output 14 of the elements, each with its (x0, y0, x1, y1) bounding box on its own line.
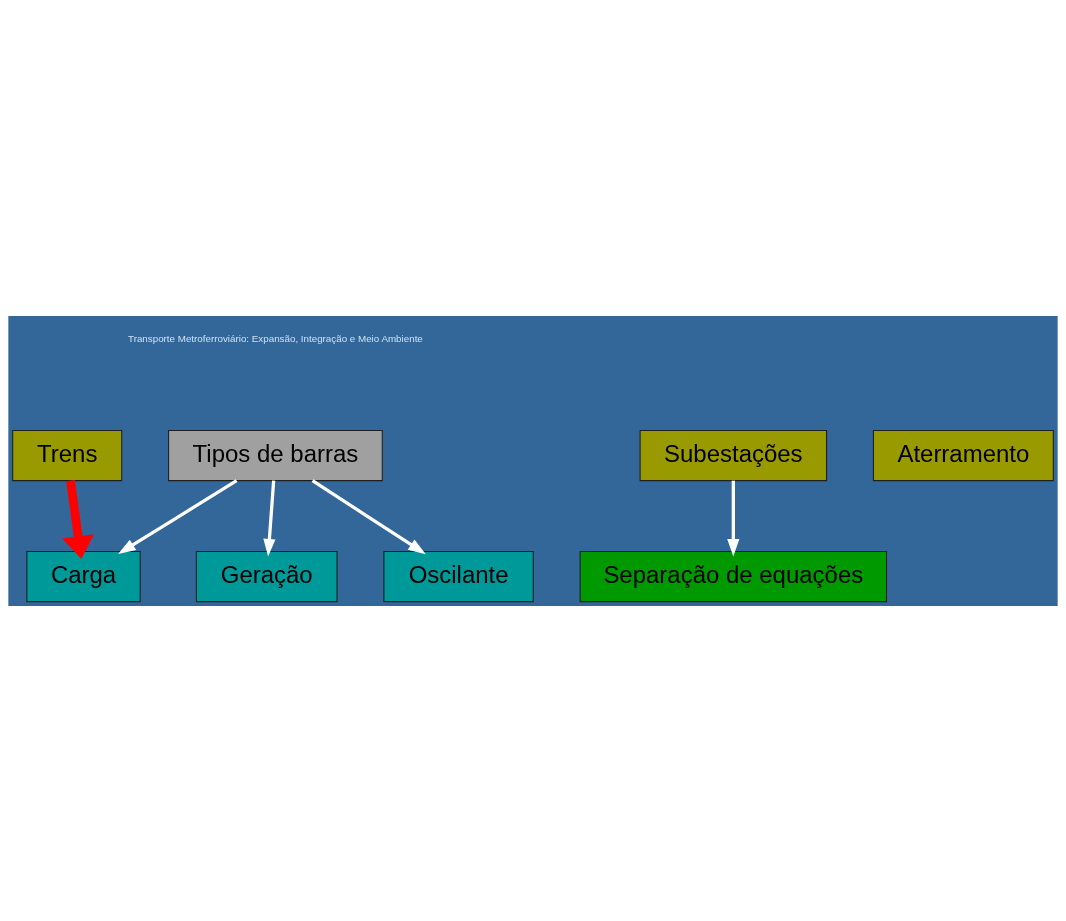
arrow (727, 480, 740, 556)
node-box: Separação de equações (579, 550, 888, 602)
arrow (263, 480, 276, 556)
node-box: Trens (12, 429, 123, 481)
node-box: Aterramento (872, 429, 1054, 481)
arrow (311, 478, 426, 554)
label: Transporte Metroferroviário: Expansão, Integração e Meio Ambiente (128, 332, 423, 344)
arrow (62, 479, 94, 559)
node-box: Subestações (639, 429, 828, 481)
node-box: Oscilante (383, 550, 534, 602)
node-box: Geração (195, 550, 338, 602)
arrow (118, 478, 238, 554)
node-box: Carga (26, 550, 141, 602)
node-box: Tipos de barras (168, 429, 383, 481)
